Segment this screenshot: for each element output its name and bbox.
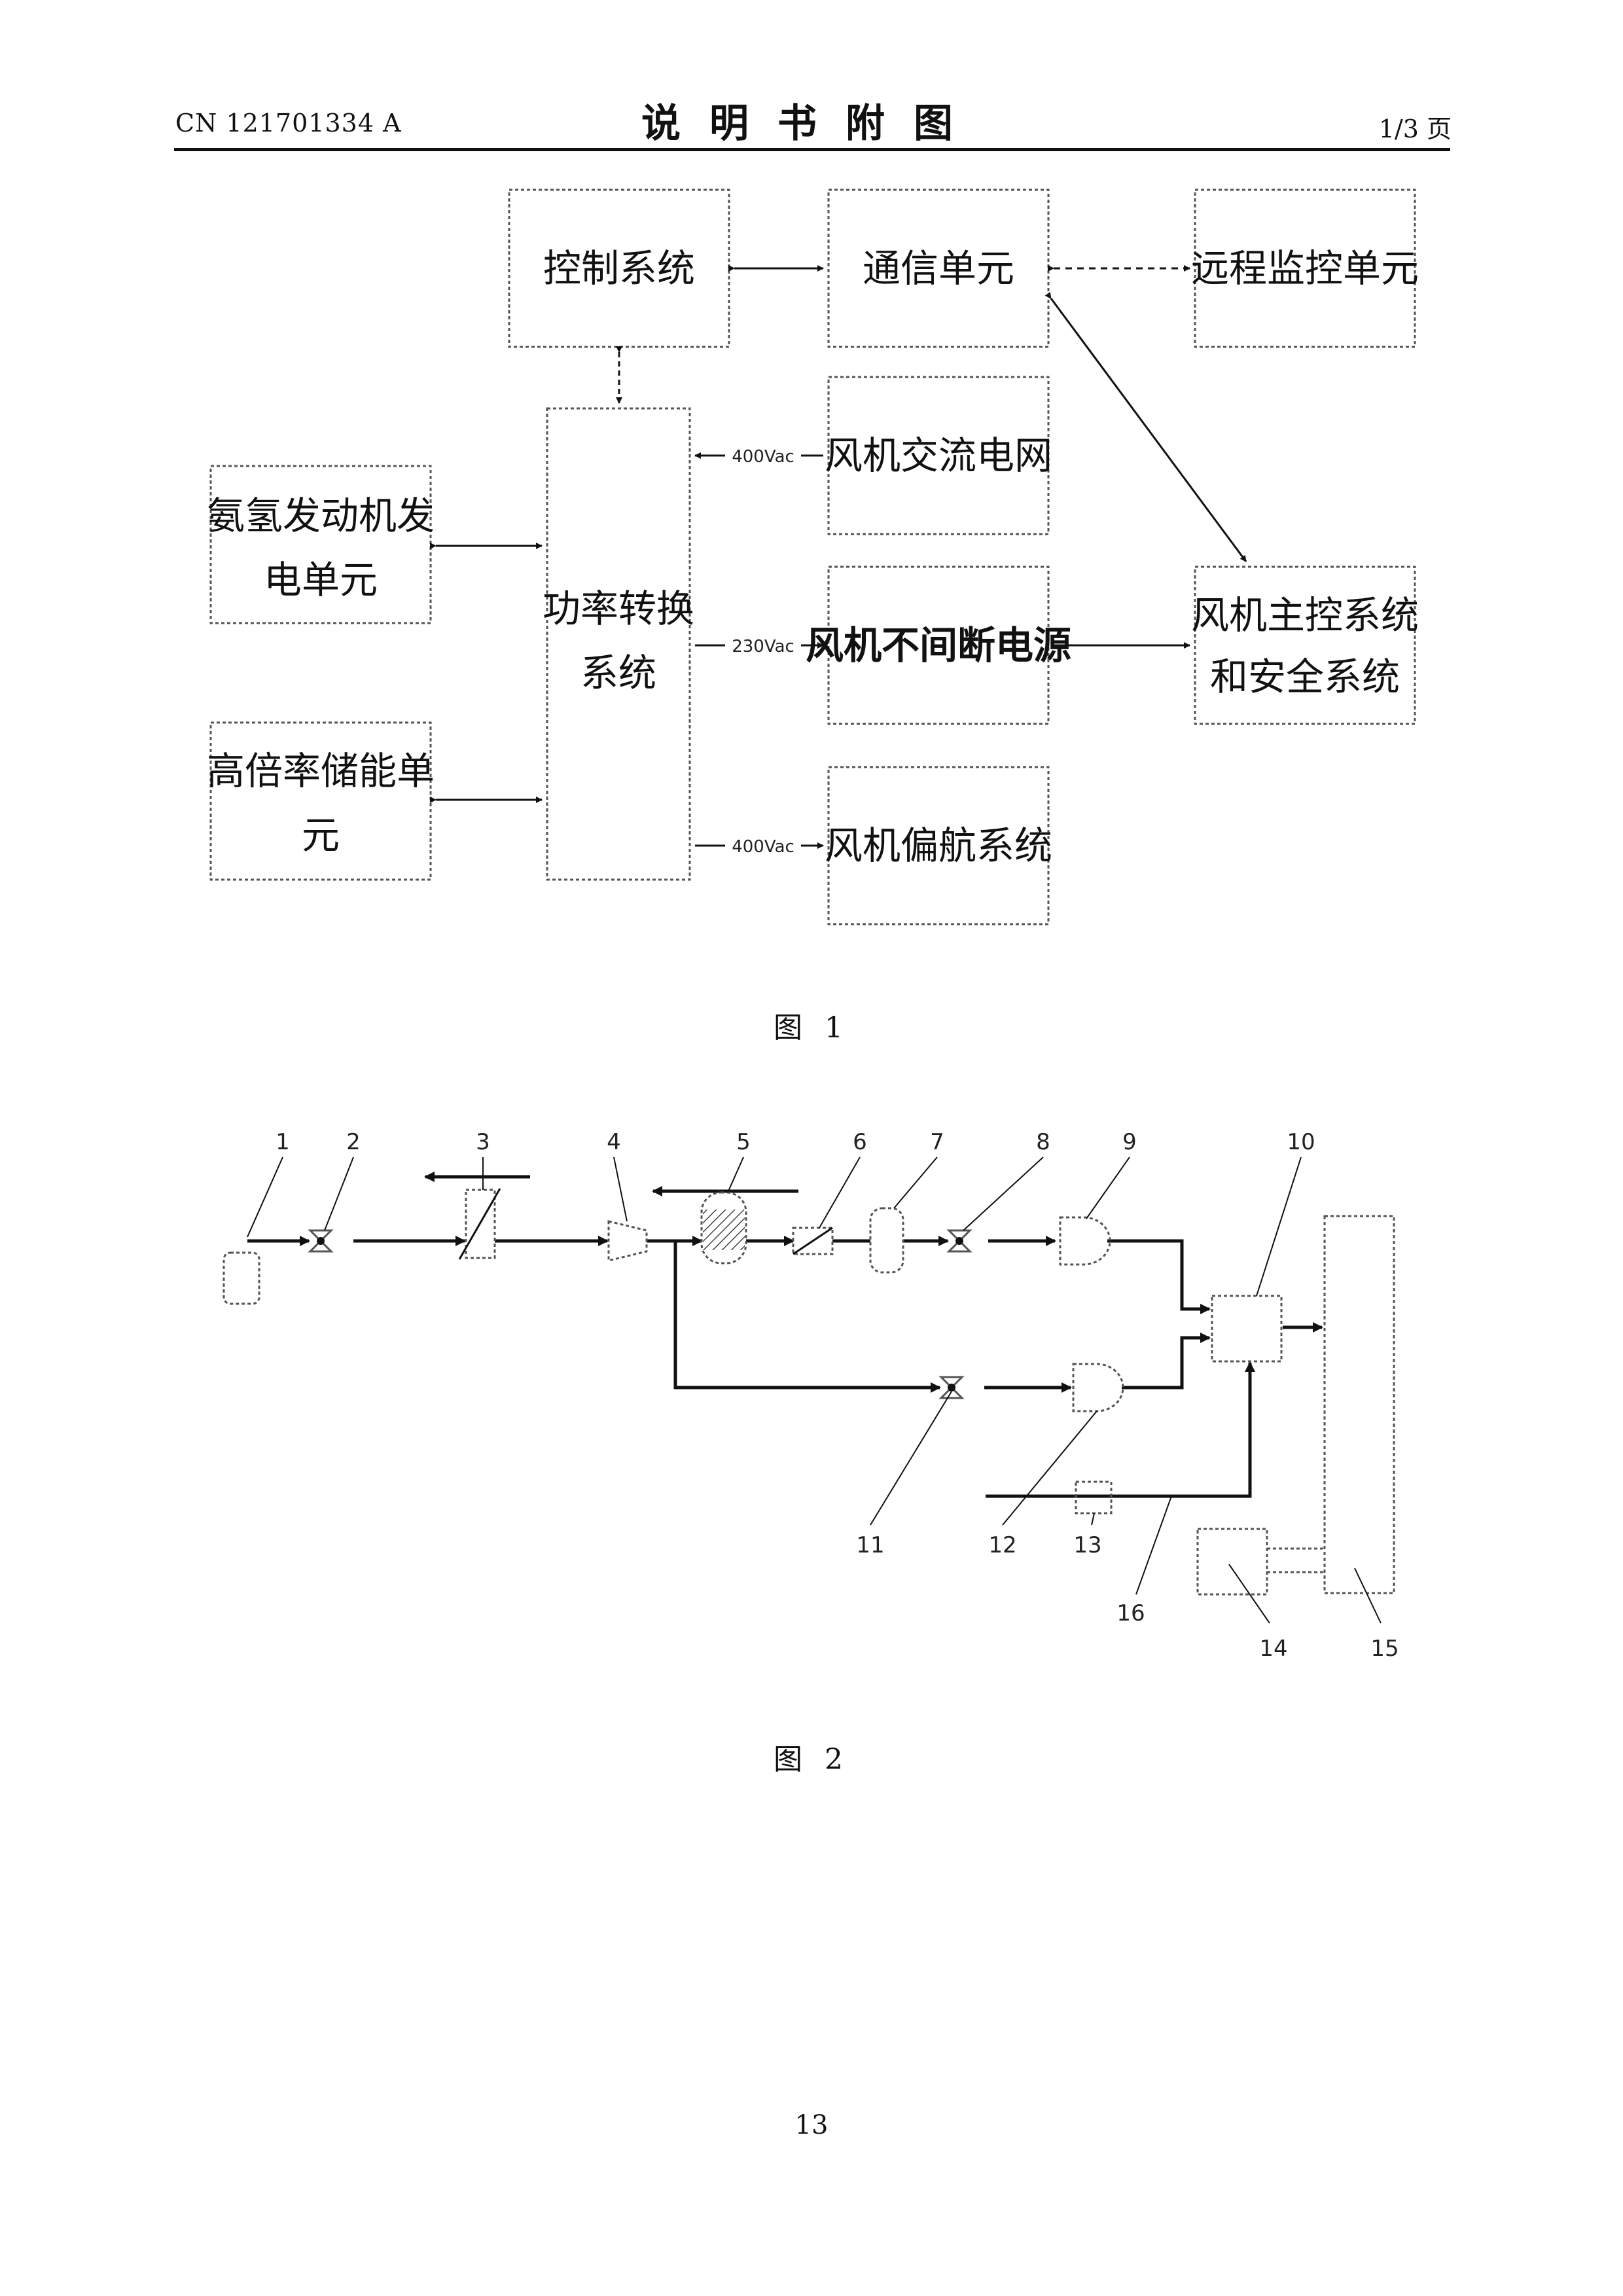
page-number: 13: [0, 2110, 1623, 2140]
component-7-vessel: [870, 1208, 903, 1272]
ref-number-3: 3: [476, 1129, 490, 1155]
ref-number-16: 16: [1116, 1600, 1145, 1626]
ref-number-13: 13: [1073, 1532, 1101, 1558]
component-1-tank: [224, 1253, 259, 1304]
ref-number-7: 7: [930, 1129, 944, 1155]
ref-number-14: 14: [1259, 1636, 1287, 1662]
component-12-burner: [1073, 1364, 1123, 1411]
ref-number-9: 9: [1122, 1129, 1137, 1155]
component-9-burner: [1060, 1217, 1110, 1265]
ref-number-5: 5: [736, 1129, 751, 1155]
figure-2-caption: 图 2: [0, 1736, 1623, 1778]
ref-number-8: 8: [1036, 1129, 1050, 1155]
component-14-box: [1198, 1529, 1267, 1594]
ref-number-1: 1: [276, 1129, 290, 1155]
component-4-compressor: [609, 1221, 647, 1261]
component-10-unit: [1212, 1296, 1281, 1361]
ref-number-2: 2: [346, 1129, 361, 1155]
component-15-column: [1325, 1216, 1394, 1593]
ref-number-11: 11: [856, 1532, 884, 1558]
ref-number-12: 12: [988, 1532, 1016, 1558]
ref-number-6: 6: [853, 1129, 867, 1155]
ref-number-10: 10: [1287, 1129, 1315, 1155]
ref-number-15: 15: [1370, 1636, 1399, 1662]
ref-number-4: 4: [607, 1129, 621, 1155]
